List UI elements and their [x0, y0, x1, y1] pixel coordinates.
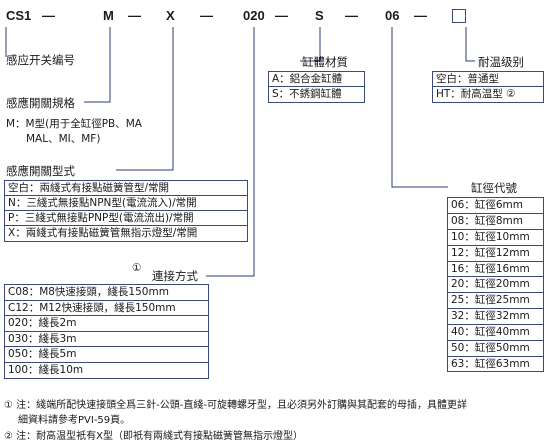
- model-size-code: 06: [385, 8, 400, 23]
- dash: —: [128, 8, 141, 23]
- bore-row: 63：缸徑63mm: [451, 357, 530, 370]
- note-2-marker: ②: [4, 431, 13, 442]
- line-bore: [391, 27, 448, 188]
- heat-code-box: [452, 9, 466, 23]
- line-switch-type: [116, 27, 174, 171]
- switch-type-title: 感應開關型式: [6, 164, 75, 178]
- note-1: ① 注：綫端所配快速接頭全爲三針-公頭-直綫-可旋轉螺牙型，且必須另外訂購與其配…: [4, 398, 467, 413]
- bore-row: 12：缸徑12mm: [448, 246, 543, 262]
- line-material: [300, 27, 321, 62]
- connection-row: C08：M8快速接頭，綫長150mm: [5, 285, 208, 301]
- bore-row: 10：缸徑10mm: [448, 230, 543, 246]
- dash: —: [42, 8, 55, 23]
- line-spec: [84, 27, 111, 103]
- bore-row: 20：缸徑20mm: [448, 277, 543, 294]
- connection-row: 030：綫長3m: [5, 332, 208, 347]
- note-2-text: 注：耐高温型衹有X型（即衹有兩綫式有接點磁簧管無指示燈型）: [16, 431, 304, 442]
- bore-row: 50：缸徑50mm: [448, 341, 543, 357]
- note-2: ② 注：耐高温型衹有X型（即衹有兩綫式有接點磁簧管無指示燈型）: [4, 429, 303, 444]
- note-1-marker: ①: [4, 400, 13, 411]
- switch-code-label: 感应开关编号: [6, 53, 75, 67]
- spec-title: 感應開關規格: [6, 96, 75, 110]
- connection-marker: ①: [132, 262, 142, 274]
- heat-title: 耐温级别: [478, 55, 524, 69]
- connection-title: 連接方式: [152, 269, 198, 283]
- dash: —: [200, 8, 213, 23]
- connection-row: 050：綫長5m: [5, 347, 208, 363]
- model-prefix: CS1: [6, 8, 32, 23]
- connection-table: C08：M8快速接頭，綫長150mm C12：M12快速接頭，綫長150mm 0…: [4, 284, 209, 379]
- bore-row: 06：缸徑6mm: [448, 198, 543, 214]
- connection-row: C12：M12快速接頭，綫長150mm: [5, 301, 208, 316]
- heat-row: HT：耐高温型 ②: [436, 88, 516, 100]
- dash: —: [275, 8, 288, 23]
- switch-type-row: N：三綫式無接點NPN型(電流流入)/常開: [5, 196, 247, 211]
- model-type-code: M: [103, 8, 114, 23]
- connection-row: 020：綫長2m: [5, 316, 208, 332]
- material-table: A：鋁合金缸體 S：不銹鋼缸體: [268, 71, 365, 103]
- heat-table: 空白：普通型 HT：耐高温型 ②: [432, 71, 544, 103]
- switch-type-row: X：兩綫式有接點磁簧管無指示燈型/常開: [8, 227, 198, 239]
- note-1-line2: 細資料請參考PVI-59頁。: [18, 415, 131, 426]
- bore-row: 40：缸徑40mm: [448, 325, 543, 342]
- material-row: A：鋁合金缸體: [269, 72, 364, 87]
- heat-row: 空白：普通型: [433, 72, 543, 87]
- model-bore-code: 020: [243, 8, 265, 23]
- dash: —: [414, 8, 427, 23]
- bore-title: 缸徑代號: [471, 181, 517, 195]
- connection-row: 100：綫長10m: [8, 363, 84, 376]
- bore-row: 16：缸徑16mm: [448, 262, 543, 278]
- switch-type-table: 空白：兩綫式有接點磁簧管型/常開 N：三綫式無接點NPN型(電流流入)/常開 P…: [4, 180, 248, 242]
- bore-row: 08：缸徑8mm: [448, 214, 543, 230]
- material-title: 缸體材質: [302, 55, 348, 69]
- spec-line: M：M型(用于全缸徑PB、MA: [6, 118, 142, 130]
- bore-table: 06：缸徑6mm 08：缸徑8mm 10：缸徑10mm 12：缸徑12mm 16…: [447, 197, 544, 372]
- spec-line: MAL、MI、MF): [26, 133, 101, 145]
- bore-row: 32：缸徑32mm: [448, 309, 543, 326]
- bore-row: 25：缸徑25mm: [448, 293, 543, 310]
- switch-type-row: 空白：兩綫式有接點磁簧管型/常開: [5, 181, 247, 196]
- dash: —: [345, 8, 358, 23]
- line-connection: [206, 27, 255, 277]
- line-heat: [465, 27, 475, 62]
- switch-type-row: P：三綫式無接點PNP型(電流流出)/常開: [5, 211, 247, 226]
- note-1-line1: 注：綫端所配快速接頭全爲三針-公頭-直綫-可旋轉螺牙型，且必須另外訂購與其配套的…: [16, 400, 467, 411]
- model-conn-code: X: [166, 8, 175, 23]
- material-row: S：不銹鋼缸體: [272, 88, 342, 100]
- model-material-code: S: [315, 8, 324, 23]
